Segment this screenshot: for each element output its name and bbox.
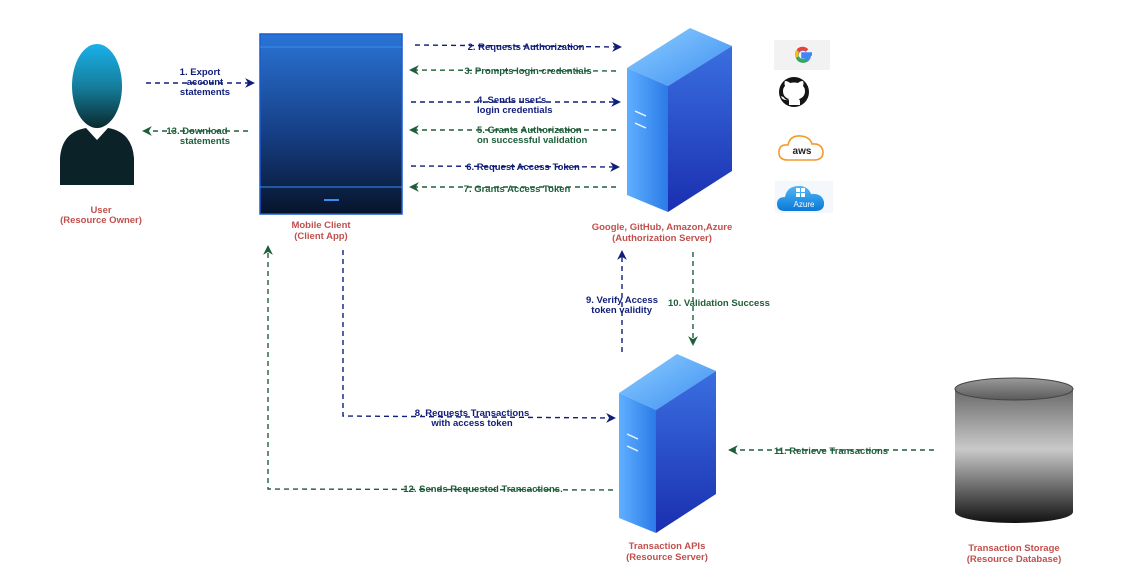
step-7-label: 7. Grants Access Token xyxy=(464,184,571,195)
svg-text:13. Download: 13. Download xyxy=(166,126,227,137)
step-12-label: 12. Sends Requested Transactions. xyxy=(403,484,562,495)
step-8-label: 8. Requests Transactions with access tok… xyxy=(415,408,530,429)
step-3-label: 3. Prompts login credentials xyxy=(464,66,591,77)
step-13-label: 13. Download statements xyxy=(166,126,230,147)
step-9-label: 9. Verify Access token validity xyxy=(586,295,658,316)
svg-text:statements: statements xyxy=(180,87,230,98)
arrow-step-6 xyxy=(410,162,620,172)
github-logo-icon xyxy=(779,77,809,107)
user-icon xyxy=(60,44,134,185)
svg-text:with access token: with access token xyxy=(430,418,513,429)
step-5-label: 5. Grants Authorization on successful va… xyxy=(477,125,588,146)
mobile-client-label: Mobile Client xyxy=(291,220,351,231)
database-label: Transaction Storage xyxy=(968,543,1059,554)
database-icon xyxy=(954,377,1074,523)
aws-cloud-icon: aws xyxy=(778,135,824,161)
resource-server-role-label: (Resource Server) xyxy=(626,552,708,563)
step-10-label: 10. Validation Success xyxy=(668,298,770,309)
resource-server-icon xyxy=(619,354,716,533)
resource-server-label: Transaction APIs xyxy=(629,541,706,552)
step-6-label: 6. Request Access Token xyxy=(466,162,580,173)
svg-text:statements: statements xyxy=(180,136,230,147)
svg-text:5. Grants Authorization: 5. Grants Authorization xyxy=(477,125,582,136)
arrow-step-8 xyxy=(342,250,616,423)
arrow-step-3 xyxy=(409,65,617,75)
user-label: User xyxy=(90,205,111,216)
svg-text:login credentials: login credentials xyxy=(477,105,553,116)
svg-text:1. Export: 1. Export xyxy=(180,67,221,78)
svg-text:account: account xyxy=(187,77,224,88)
arrow-step-12 xyxy=(263,245,614,491)
auth-server-label: Google, GitHub, Amazon,Azure xyxy=(592,222,733,233)
svg-text:on successful validation: on successful validation xyxy=(477,135,588,146)
authorization-server-icon xyxy=(627,28,732,212)
mobile-client-icon xyxy=(259,33,403,215)
step-11-label: 11. Retrieve Transactions xyxy=(774,446,888,457)
svg-text:8. Requests Transactions: 8. Requests Transactions xyxy=(415,408,530,419)
database-role-label: (Resource Database) xyxy=(967,554,1062,565)
azure-cloud-icon: Azure xyxy=(775,181,833,213)
step-2-label: 2. Requests Authorization xyxy=(468,42,585,53)
azure-logo-text: Azure xyxy=(794,200,815,209)
step-1-label: 1. Export account statements xyxy=(180,67,230,98)
mobile-client-role-label: (Client App) xyxy=(294,231,347,242)
auth-server-role-label: (Authorization Server) xyxy=(612,233,712,244)
svg-text:token validity: token validity xyxy=(591,305,652,316)
user-role-label: (Resource Owner) xyxy=(60,215,142,226)
arrow-step-2 xyxy=(414,42,622,52)
google-logo-icon xyxy=(774,40,830,70)
step-4-label: 4. Sends user's login credentials xyxy=(477,95,553,116)
svg-text:4. Sends user's: 4. Sends user's xyxy=(477,95,546,106)
aws-logo-text: aws xyxy=(793,146,812,157)
svg-text:9. Verify Access: 9. Verify Access xyxy=(586,295,658,306)
